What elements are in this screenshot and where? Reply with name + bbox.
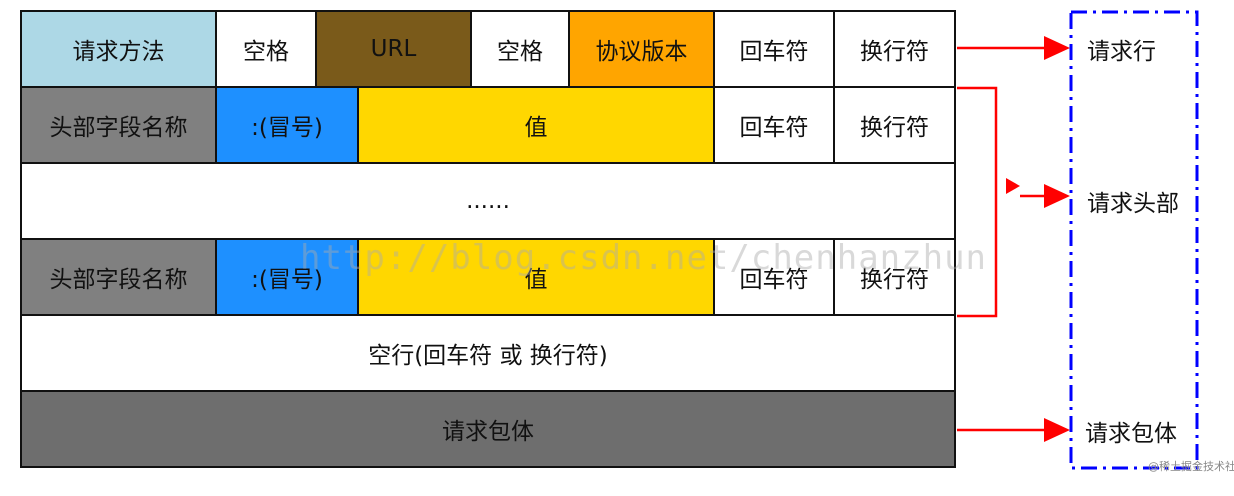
body-arrow-head (1044, 418, 1070, 442)
space-cell-2: 空格 (470, 10, 570, 88)
carriage-return-text-3: 回车符 (739, 267, 809, 293)
blank-line-text: 空行(回车符 或 换行符) (368, 343, 608, 369)
colon-text-1: :(冒号) (251, 115, 323, 141)
carriage-return-cell-1: 回车符 (713, 10, 835, 88)
corner-mark: @稀土掘金技术社区 (1148, 460, 1234, 473)
request-method-cell: 请求方法 (20, 10, 217, 88)
space-text-1: 空格 (243, 39, 289, 65)
ellipsis-text: ...... (466, 188, 510, 214)
value-text-2: 值 (524, 267, 548, 293)
carriage-return-text-1: 回车符 (739, 39, 809, 65)
request-body-text: 请求包体 (442, 419, 534, 445)
request-body-label: 请求包体 (1085, 421, 1177, 447)
header-name-cell-2: 头部字段名称 (20, 238, 217, 316)
protocol-version-cell: 协议版本 (568, 10, 715, 88)
header-bracket (957, 86, 998, 318)
line-feed-cell-1: 换行符 (833, 10, 956, 88)
colon-cell-1: :(冒号) (215, 86, 359, 164)
dash-dot-frame (1069, 10, 1199, 470)
line-feed-cell-3: 换行符 (833, 238, 956, 316)
value-cell-1: 值 (357, 86, 715, 164)
url-text: URL (370, 36, 417, 62)
carriage-return-text-2: 回车符 (739, 115, 809, 141)
request-header-label: 请求头部 (1087, 191, 1179, 217)
line-feed-text-1: 换行符 (860, 39, 929, 65)
header-name-cell-1: 头部字段名称 (20, 86, 217, 164)
request-body-row: 请求包体 (20, 390, 956, 468)
colon-text-2: :(冒号) (251, 267, 323, 293)
header-bracket-tick (1006, 178, 1020, 194)
request-line-label: 请求行 (1087, 39, 1156, 65)
line-feed-text-3: 换行符 (860, 267, 929, 293)
request-line-arrow-head (1044, 36, 1070, 60)
header-name-text-2: 头部字段名称 (49, 267, 188, 293)
header-name-text-1: 头部字段名称 (49, 115, 188, 141)
line-feed-cell-2: 换行符 (833, 86, 956, 164)
line-feed-text-2: 换行符 (860, 115, 929, 141)
colon-cell-2: :(冒号) (215, 238, 359, 316)
protocol-version-text: 协议版本 (595, 39, 688, 65)
carriage-return-cell-2: 回车符 (713, 86, 835, 164)
header-arrow-head (1044, 184, 1070, 208)
request-method-text: 请求方法 (72, 39, 165, 65)
value-text-1: 值 (524, 115, 548, 141)
space-text-2: 空格 (497, 39, 543, 65)
blank-line-row: 空行(回车符 或 换行符) (20, 314, 956, 392)
